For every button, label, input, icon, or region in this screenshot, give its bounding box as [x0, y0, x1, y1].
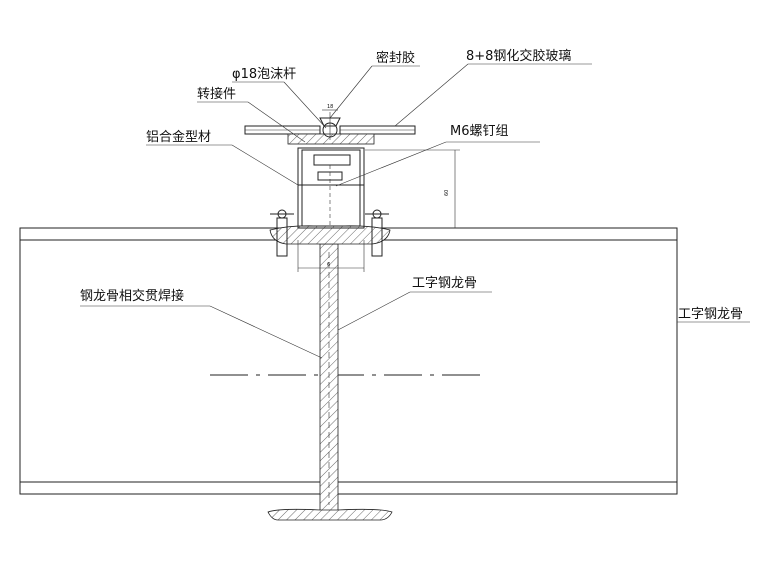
dimension-18-text: 18 — [327, 104, 333, 110]
label-keel-weld: 钢龙骨相交贯焊接 — [80, 288, 184, 304]
label-glass: 8+8钢化交胶玻璃 — [466, 48, 571, 64]
label-foam-rod: φ18泡沫杆 — [232, 67, 296, 82]
label-sealant: 密封胶 — [376, 50, 415, 66]
label-i-beam-horizontal: 工字钢龙骨 — [678, 307, 743, 322]
label-aluminum-profile: 铝合金型材 — [146, 129, 211, 145]
dimension-web: 6 — [297, 240, 365, 272]
glass-panels — [244, 112, 416, 145]
dimension-18: 18 — [322, 104, 338, 111]
aluminum-profile — [297, 147, 365, 229]
leader-lines — [80, 63, 750, 359]
flange-bolts — [270, 209, 389, 257]
vertical-i-beam — [267, 225, 393, 521]
dimension-web-text: 6 — [327, 262, 330, 268]
label-screw-group: M6螺钉组 — [450, 124, 509, 139]
dimension-60: 60 — [365, 149, 460, 229]
label-i-beam-vertical: 工字钢龙骨 — [412, 276, 477, 291]
label-adapter: 转接件 — [197, 86, 236, 102]
dimension-60-text: 60 — [444, 190, 450, 196]
